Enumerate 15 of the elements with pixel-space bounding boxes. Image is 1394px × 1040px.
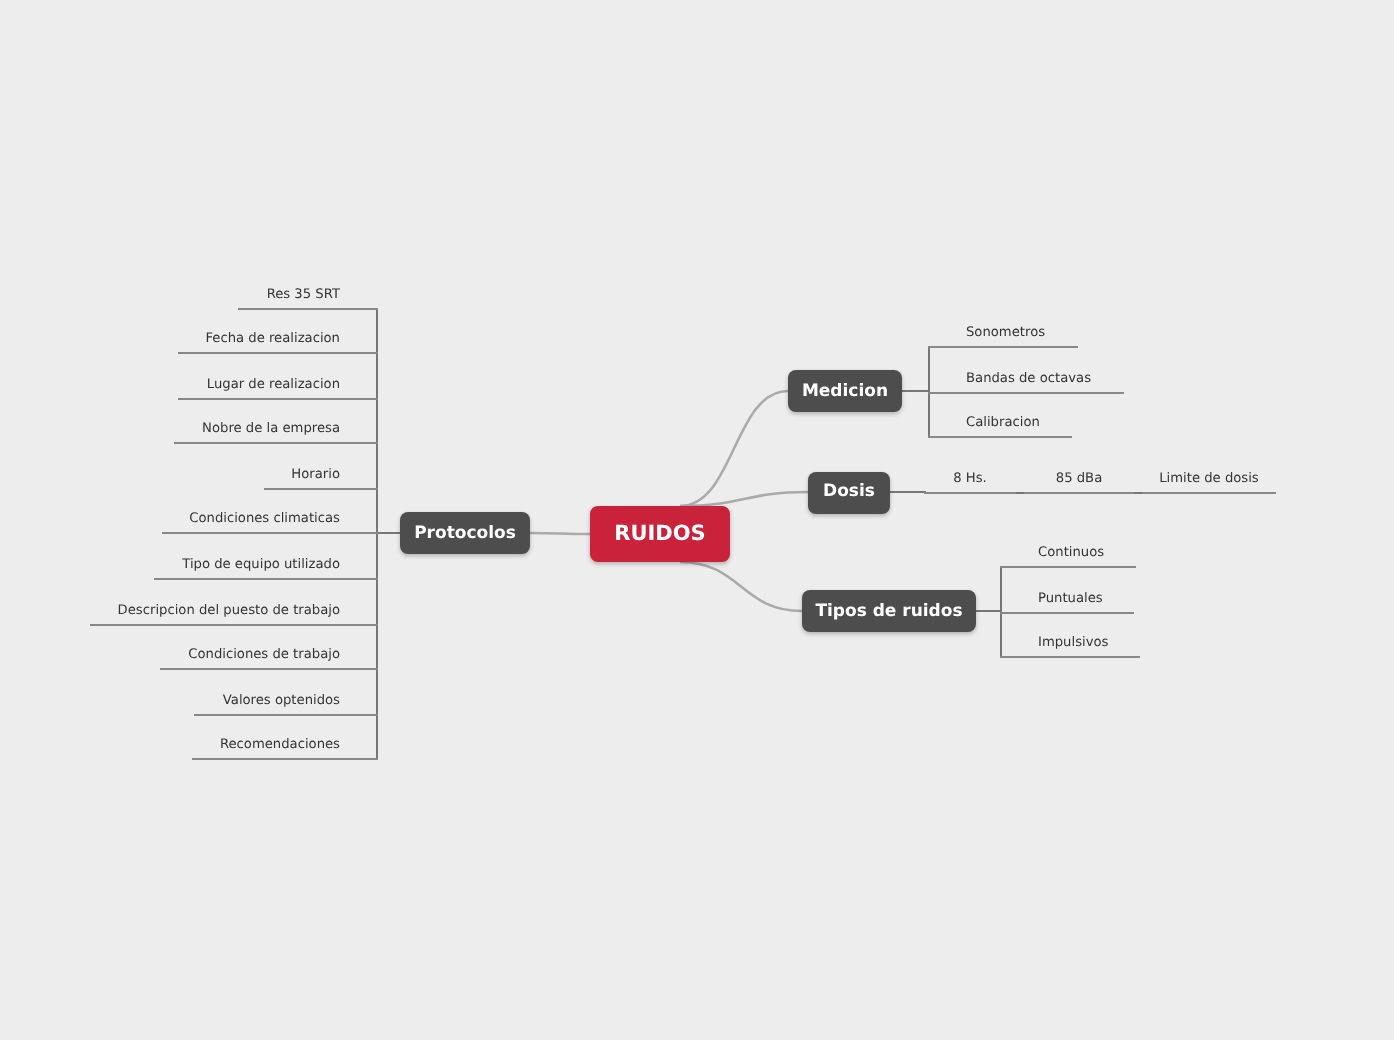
connector-line bbox=[679, 490, 809, 508]
connector-line bbox=[679, 560, 803, 613]
topic-box: Dosis bbox=[808, 471, 890, 513]
central-topic: RUIDOS bbox=[590, 506, 730, 562]
connector-line bbox=[1015, 492, 1026, 494]
connector-line bbox=[1133, 492, 1144, 494]
topic-box: Protocolos bbox=[400, 512, 530, 554]
topic-box: Medicion bbox=[788, 370, 902, 412]
connector-line bbox=[901, 390, 930, 438]
connector-line bbox=[376, 532, 401, 760]
connector-line bbox=[679, 389, 789, 508]
connector-line bbox=[889, 491, 926, 494]
connector-line bbox=[530, 531, 590, 536]
topic-box: Tipos de ruidos bbox=[802, 590, 976, 632]
connector-line bbox=[975, 610, 1002, 658]
